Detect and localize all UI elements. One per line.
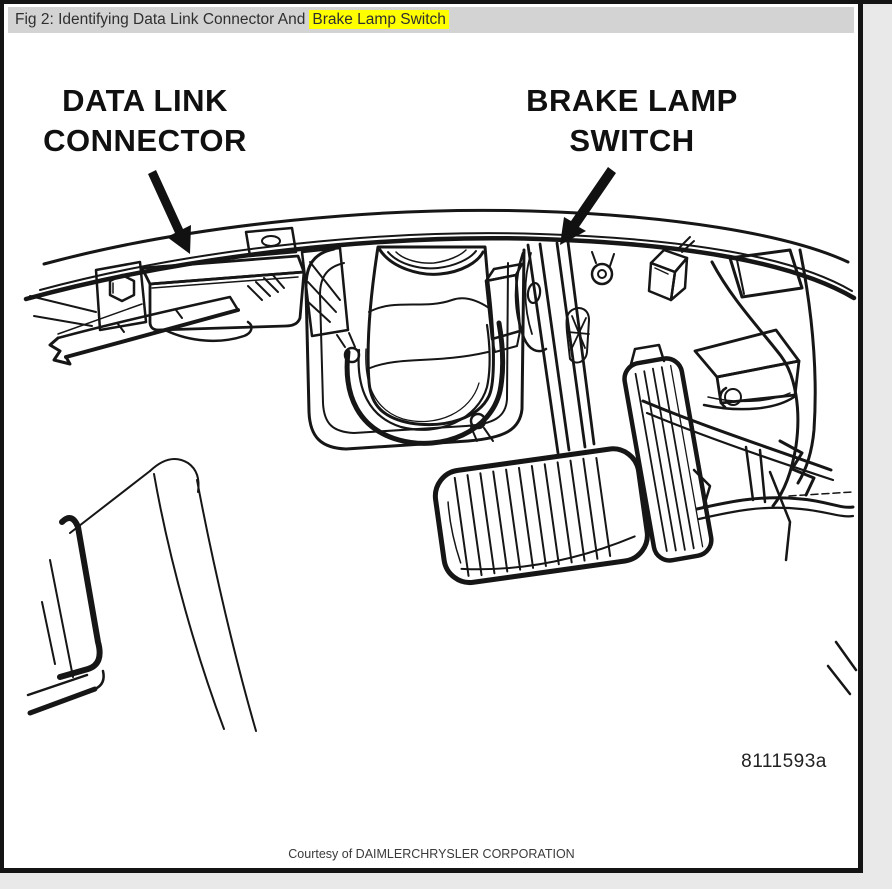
label-brake-lamp-line2: SWITCH	[569, 123, 695, 158]
figure-code: 8111593a	[741, 751, 827, 772]
courtesy-line: Courtesy of DAIMLERCHRYSLER CORPORATION	[288, 847, 575, 861]
label-brake-lamp-switch: BRAKE LAMP SWITCH	[502, 81, 762, 161]
figure-caption-bar: Fig 2: Identifying Data Link Connector A…	[8, 7, 854, 33]
figure-caption-highlight: Brake Lamp Switch	[309, 10, 449, 29]
figure-caption-text: Fig 2: Identifying Data Link Connector A…	[15, 11, 306, 28]
label-data-link-connector: DATA LINK CONNECTOR	[15, 81, 275, 161]
label-data-link-line1: DATA LINK	[62, 83, 228, 118]
label-brake-lamp-line1: BRAKE LAMP	[526, 83, 738, 118]
label-data-link-line2: CONNECTOR	[43, 123, 247, 158]
